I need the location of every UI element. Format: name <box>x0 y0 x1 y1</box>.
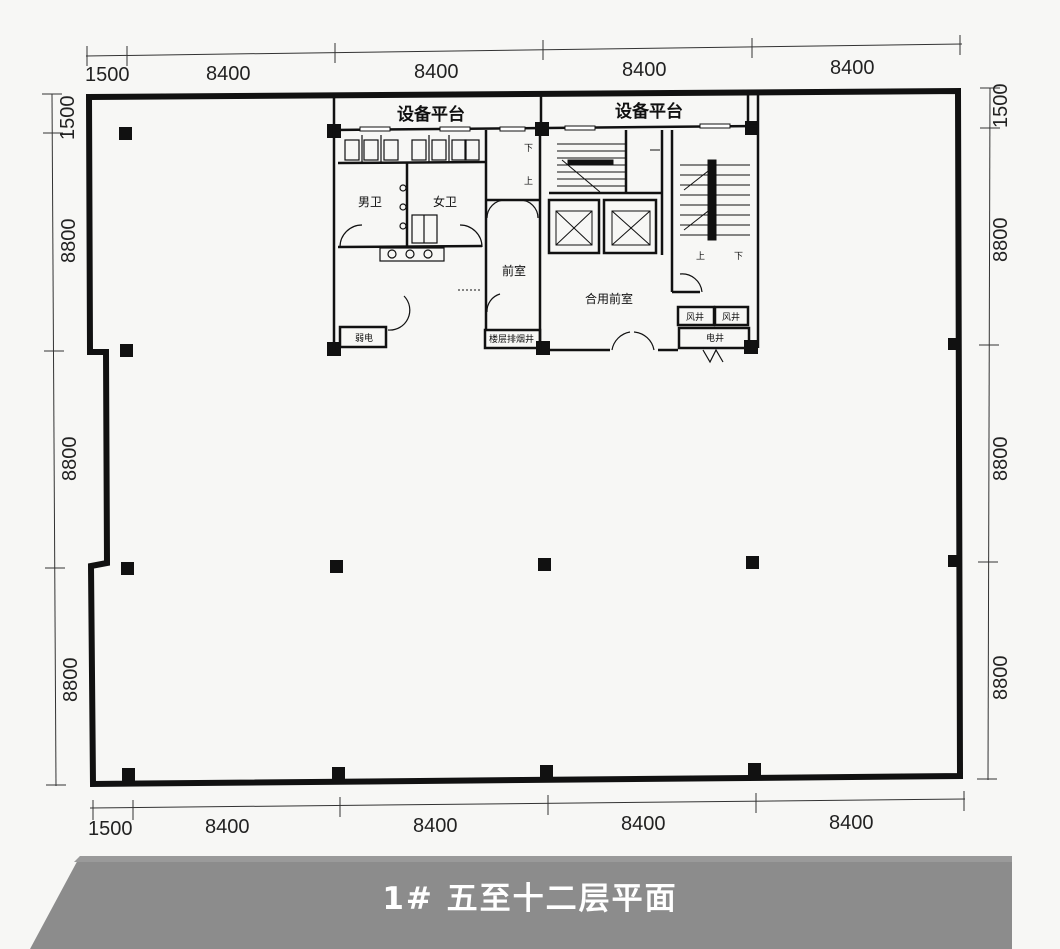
left-dim-1500: 1500 <box>57 96 79 141</box>
weak-current-label: 弱电 <box>355 332 373 344</box>
left-dimension-labels: 1500 8800 8800 8800 <box>57 96 82 703</box>
stairs <box>458 143 750 291</box>
bottom-dim-8400-d: 8400 <box>829 812 874 834</box>
column <box>120 344 133 357</box>
column <box>948 555 957 567</box>
column <box>746 556 759 569</box>
top-dim-1500: 1500 <box>85 64 130 86</box>
right-dimension-line <box>977 87 1000 781</box>
plan-title: 1# 五至十二层平面 <box>382 881 678 917</box>
top-dimension-line <box>85 35 963 66</box>
stair-down-mark-left: 下 <box>524 144 533 154</box>
windows <box>359 123 731 132</box>
air-shaft-label-1: 风井 <box>686 311 704 323</box>
antechamber-label: 前室 <box>502 263 526 278</box>
top-dim-8400-c: 8400 <box>622 59 667 81</box>
smoke-shaft-label: 楼层排烟井 <box>489 333 534 345</box>
mens-toilet-label: 男卫 <box>358 195 382 209</box>
left-dim-8800-c: 8800 <box>60 658 82 703</box>
column <box>330 560 343 573</box>
bottom-dimension-line <box>89 791 966 820</box>
column <box>948 338 957 350</box>
top-dim-8400-a: 8400 <box>206 63 251 85</box>
toilet-fixtures <box>339 135 724 364</box>
equipment-platform-label-1: 设备平台 <box>397 104 465 125</box>
bottom-dim-8400-b: 8400 <box>413 815 458 837</box>
column <box>119 127 132 140</box>
bottom-dim-8400-a: 8400 <box>205 816 250 838</box>
womens-toilet-label: 女卫 <box>433 194 457 209</box>
right-dim-1500: 1500 <box>990 84 1012 129</box>
column <box>121 562 134 575</box>
right-dim-8800-b: 8800 <box>990 437 1012 482</box>
title-banner <box>30 856 1012 949</box>
top-dimension-labels: 1500 8400 8400 8400 8400 <box>85 57 875 86</box>
column <box>744 340 758 354</box>
air-shaft-label-2: 风井 <box>722 311 740 323</box>
left-dimension-line <box>42 93 66 787</box>
right-dim-8800-c: 8800 <box>990 656 1012 701</box>
bottom-dim-8400-c: 8400 <box>621 813 666 835</box>
stair-up-mark-right: 上 <box>696 251 705 262</box>
column <box>122 768 135 781</box>
equipment-platform-label-2: 设备平台 <box>615 101 683 122</box>
left-dim-8800-b: 8800 <box>59 437 81 482</box>
shared-antechamber-label: 合用前室 <box>585 291 633 306</box>
column <box>538 558 551 571</box>
top-dim-8400-d: 8400 <box>830 57 875 79</box>
core-walls <box>332 93 760 352</box>
exterior-wall <box>85 87 964 788</box>
column <box>332 767 345 780</box>
top-dim-8400-b: 8400 <box>414 61 459 83</box>
columns <box>119 121 957 781</box>
stair-up-mark-left: 上 <box>524 176 533 187</box>
right-dimension-labels: 1500 8800 8800 8800 <box>990 84 1012 701</box>
column <box>748 763 761 776</box>
electric-shaft-label: 电井 <box>706 332 724 344</box>
stair-down-mark-right: 下 <box>734 252 743 262</box>
right-dim-8800-a: 8800 <box>990 218 1012 263</box>
left-dim-8800-a: 8800 <box>58 219 80 264</box>
elevators <box>555 210 651 246</box>
bottom-dim-1500: 1500 <box>88 818 133 840</box>
column <box>540 765 553 778</box>
bottom-dimension-labels: 1500 8400 8400 8400 8400 <box>88 812 874 840</box>
room-labels: 设备平台 设备平台 男卫 女卫 前室 合用前室 弱电 楼层排烟井 风井 风井 电… <box>355 101 743 345</box>
